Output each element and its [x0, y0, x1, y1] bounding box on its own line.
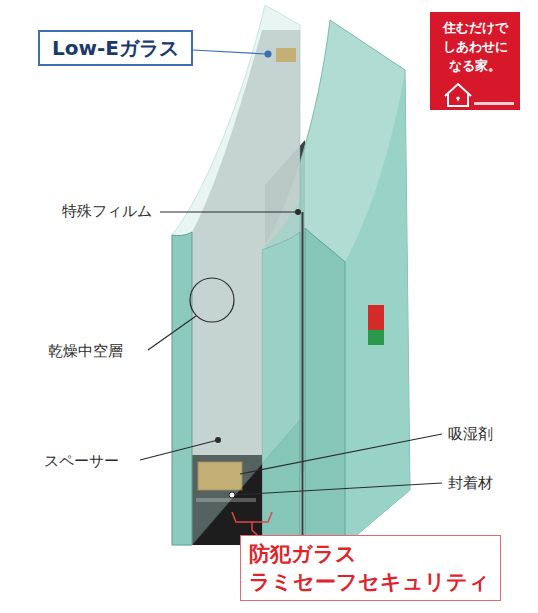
leader-dots — [215, 51, 301, 499]
badge-background — [430, 12, 520, 110]
part-label: 乾燥中空層 — [48, 342, 123, 361]
part-label: 封着材 — [448, 474, 493, 493]
node-text: 防犯ガラス ラミセーフセキュリティ — [249, 540, 492, 596]
leader-lines — [140, 50, 442, 495]
part-label: 特殊フィルム — [62, 202, 152, 221]
node-text: Low-Eガラス — [52, 35, 179, 61]
part-label: 吸湿剤 — [448, 425, 493, 444]
security-bracket — [232, 512, 272, 536]
brand-badge: 住むだけで しあわせに なる家。 — [430, 12, 520, 75]
part-label: スペーサー — [44, 452, 119, 471]
glass-label-box: Low-Eガラス — [38, 30, 193, 66]
security-glass-box: 防犯ガラス ラミセーフセキュリティ — [240, 535, 501, 601]
node-text: 住むだけで しあわせに なる家。 — [438, 18, 512, 75]
